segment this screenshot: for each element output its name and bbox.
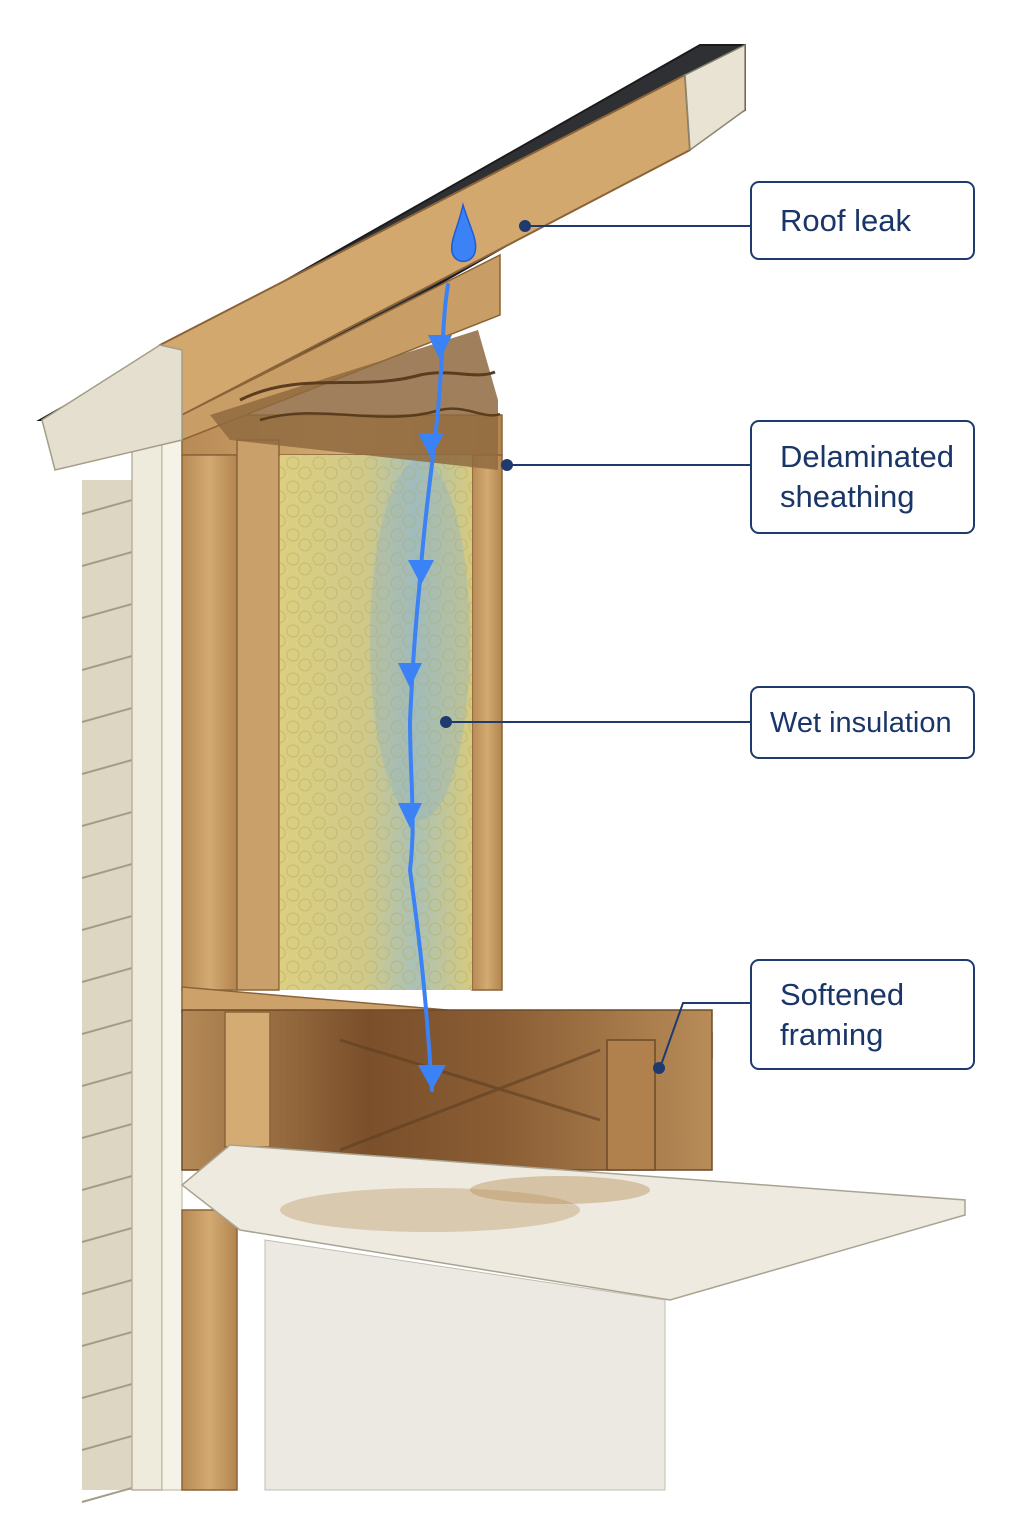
siding-board-edge xyxy=(81,499,133,515)
siding-board-edge xyxy=(81,603,133,619)
siding-board-edge xyxy=(81,1175,133,1191)
roof-leak-label: Roof leak xyxy=(780,202,911,238)
siding-board-edge xyxy=(81,551,133,567)
siding-board-edge xyxy=(81,1227,133,1243)
siding-board-edge xyxy=(81,707,133,723)
delaminated-sheathing-label-line2: sheathing xyxy=(780,479,915,514)
siding-board-edge xyxy=(81,1383,133,1399)
water-droplet-icon xyxy=(450,202,477,263)
siding-board-edge xyxy=(81,811,133,827)
siding-board-edge xyxy=(81,759,133,775)
roof-leak-callout: Roof leak xyxy=(750,181,975,260)
water-flow-path xyxy=(398,202,477,1092)
siding-board-edge xyxy=(81,863,133,879)
floor-framing xyxy=(181,986,713,1171)
ceiling-drywall xyxy=(180,1144,966,1491)
siding-board-edge xyxy=(81,1487,133,1503)
softened-framing-label-line2: framing xyxy=(780,1016,884,1052)
siding-board-edge xyxy=(81,1279,133,1295)
siding-board-edge xyxy=(81,1331,133,1347)
exterior-siding xyxy=(81,349,183,1503)
wet-insulation-callout: Wet insulation xyxy=(750,686,975,759)
softened-framing-label-line1: Softened xyxy=(780,976,905,1012)
roof-assembly xyxy=(36,43,746,471)
delaminated-sheathing-callout: Delaminated sheathing xyxy=(750,420,975,534)
siding-board-edge xyxy=(81,1019,133,1035)
siding-board-edge xyxy=(81,967,133,983)
softened-framing-callout: Softened framing xyxy=(750,959,975,1070)
wet-insulation-label: Wet insulation xyxy=(770,706,952,739)
insulation-batt xyxy=(280,455,472,990)
siding-board-edge xyxy=(81,915,133,931)
siding-board-edge xyxy=(81,1435,133,1451)
siding-board-edge xyxy=(81,1071,133,1087)
siding-board-edge xyxy=(81,1123,133,1139)
callout-leaders xyxy=(440,220,750,1074)
delaminated-sheathing-label-line1: Delaminated xyxy=(780,439,955,474)
siding-board-edge xyxy=(81,655,133,671)
